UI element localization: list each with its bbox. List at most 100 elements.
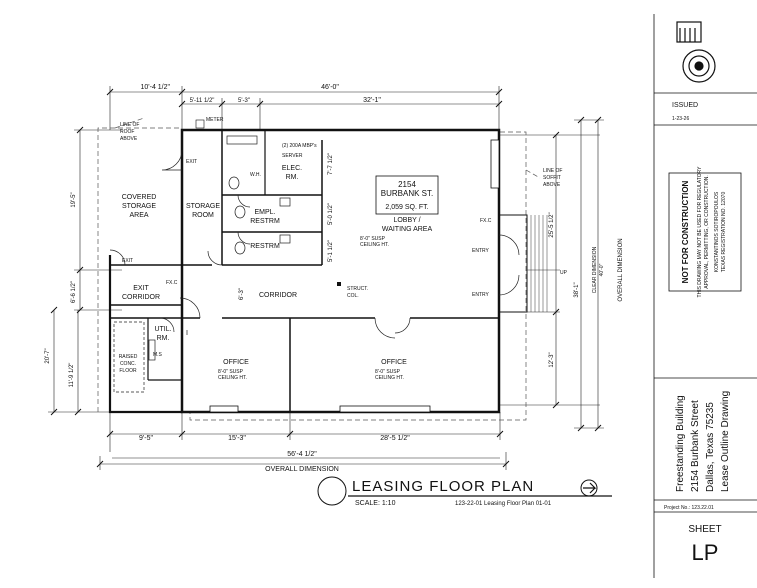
room-lobby-line2: WAITING AREA bbox=[382, 226, 433, 233]
room-restrm: RESTRM bbox=[250, 243, 280, 250]
dim-right-upper: 25'-5 1/2" bbox=[549, 212, 555, 237]
room-labels: 2154 BURBANK ST. 2,059 SQ. FT. LOBBY / W… bbox=[119, 153, 439, 374]
roof-soffit-lines bbox=[97, 117, 541, 421]
drawing-scale: SCALE: 1:10 bbox=[355, 500, 396, 507]
ceiling-note-office-left-2: CEILING HT. bbox=[218, 375, 247, 381]
label-ms: M.S bbox=[153, 352, 163, 358]
ceiling-note-lobby-2: CEILING HT. bbox=[360, 242, 389, 248]
note-struct-2: COL. bbox=[347, 293, 359, 299]
room-storage-2: ROOM bbox=[192, 212, 214, 219]
dimension-lines bbox=[48, 86, 604, 470]
dim-top-d2: 5'-3" bbox=[238, 98, 250, 104]
drawing-sheet-ref: 123-22-01 Leasing Floor Plan 01-01 bbox=[455, 501, 552, 507]
room-elec-1: ELEC. bbox=[282, 165, 302, 172]
room-covered-storage-3: AREA bbox=[129, 212, 148, 219]
note-roof-1: LINE OF bbox=[120, 122, 139, 128]
area-label: 2,059 SQ. FT. bbox=[385, 204, 428, 211]
project-name: Freestanding Building bbox=[675, 395, 686, 492]
ceiling-note-office-left-1: 8'-0" SUSP bbox=[218, 369, 244, 375]
title-bubble-icon bbox=[317, 476, 347, 506]
room-storage-1: STORAGE bbox=[186, 203, 220, 210]
clear-dimension-value: 40'-0" bbox=[599, 263, 605, 276]
drawing-notes: METER (2) 200A MBP's SERVER W.H. LINE OF… bbox=[120, 117, 568, 381]
label-fxc-east: FX.C bbox=[480, 218, 492, 224]
note-meter: METER bbox=[206, 117, 224, 123]
note-server: SERVER bbox=[282, 153, 303, 159]
overall-dimension-label-right: OVERALL DIMENSION bbox=[618, 238, 624, 301]
issued-label: ISSUED bbox=[672, 102, 698, 109]
dim-bottom-total: 56'-4 1/2" bbox=[287, 451, 317, 458]
room-lobby-line1: LOBBY / bbox=[393, 217, 420, 224]
entry-steps bbox=[527, 215, 560, 312]
title-block-border bbox=[653, 14, 757, 578]
plumbing-fixtures bbox=[113, 135, 291, 393]
note-soffit-1: LINE OF bbox=[543, 168, 562, 174]
dim-right-lower: 12'-3" bbox=[549, 352, 555, 367]
dimension-ticks bbox=[50, 88, 602, 468]
nfc-line3: KONSTANTINOS SOTIROPOULOS bbox=[714, 191, 720, 272]
sheet-label: SHEET bbox=[688, 524, 721, 535]
dim-top-d3: 32'-1" bbox=[363, 97, 381, 104]
nfc-title: NOT FOR CONSTRUCTION bbox=[681, 180, 690, 283]
project-number: Project No.: 123.22.01 bbox=[664, 505, 714, 511]
note-mbps: (2) 200A MBP's bbox=[282, 143, 317, 149]
dim-bottom-left: 9'-5" bbox=[139, 435, 153, 442]
room-elec-2: RM. bbox=[286, 174, 299, 181]
nfc-line2: APPROVAL, PERMITTING, OR CONSTRUCTION. bbox=[704, 175, 710, 289]
dim-bottom-right: 28'-5 1/2" bbox=[380, 435, 410, 442]
issued-date: 1-23-26 bbox=[672, 116, 689, 122]
room-exit-corridor-1: EXIT bbox=[133, 285, 149, 292]
note-roof-2: ROOF bbox=[120, 129, 134, 135]
room-empl-restrm-1: EMPL. bbox=[254, 209, 275, 216]
project-address: 2154 Burbank Street bbox=[690, 400, 701, 492]
dim-left-mid: 6'-6 1/2" bbox=[71, 281, 77, 303]
label-entry-upper: ENTRY bbox=[472, 248, 490, 254]
note-soffit-3: ABOVE bbox=[543, 182, 561, 188]
clear-dimension-label: CLEAR DIMENSION bbox=[592, 246, 598, 293]
room-office-right: OFFICE bbox=[381, 359, 407, 366]
dim-inner-c: 5'-1 1/2" bbox=[328, 240, 334, 262]
label-fxc-west: FX.C bbox=[166, 280, 178, 286]
north-arrow-icon bbox=[580, 479, 598, 497]
dim-top-total: 46'-0" bbox=[321, 84, 339, 91]
dim-inner-b: 5'-0 1/2" bbox=[328, 203, 334, 225]
windows bbox=[209, 139, 500, 413]
label-exit-west: EXIT bbox=[122, 258, 133, 264]
dim-top-d1: 5'-11 1/2" bbox=[190, 98, 215, 104]
room-office-left: OFFICE bbox=[223, 359, 249, 366]
note-roof-3: ABOVE bbox=[120, 136, 138, 142]
door-swings bbox=[109, 149, 520, 339]
address-box bbox=[375, 175, 439, 215]
dim-top-left: 10'-4 1/2" bbox=[140, 84, 170, 91]
address-number: 2154 bbox=[398, 180, 416, 189]
ceiling-note-lobby-1: 8'-0" SUSP bbox=[360, 236, 386, 242]
dim-bottom-mid: 15'-3" bbox=[228, 435, 246, 442]
note-soffit-2: SOFFIT bbox=[543, 175, 561, 181]
room-raised-3: FLOOR bbox=[119, 368, 137, 374]
dim-left-total: 20'-7" bbox=[45, 348, 51, 363]
ceiling-note-office-right-2: CEILING HT. bbox=[375, 375, 404, 381]
room-util-1: UTIL. bbox=[154, 326, 171, 333]
sheet-id: LP bbox=[692, 540, 719, 565]
note-struct-1: STRUCT. bbox=[347, 286, 368, 292]
label-entry-lower: ENTRY bbox=[472, 292, 490, 298]
room-empl-restrm-2: RESTRM bbox=[250, 218, 280, 225]
building-walls bbox=[108, 128, 528, 414]
overall-dimension-label: OVERALL DIMENSION bbox=[265, 466, 339, 473]
room-exit-corridor-2: CORRIDOR bbox=[122, 294, 160, 301]
dim-left-lower: 11'-9 1/2" bbox=[69, 363, 75, 388]
address-street: BURBANK ST. bbox=[381, 189, 433, 198]
room-util-2: RM. bbox=[157, 335, 170, 342]
room-corridor: CORRIDOR bbox=[259, 292, 297, 299]
drawing-title: LEASING FLOOR PLAN bbox=[352, 478, 534, 495]
room-raised-1: RAISED bbox=[119, 354, 138, 360]
nfc-line4: TEXAS REGISTRATION NO. 12070 bbox=[721, 192, 727, 273]
nfc-line1: THIS DRAWING MAY NOT BE USED FOR REGULAT… bbox=[697, 166, 703, 298]
drawing-title-block: LEASING FLOOR PLAN SCALE: 1:10 123-22-01… bbox=[317, 476, 612, 507]
note-wh: W.H. bbox=[250, 172, 261, 178]
room-raised-2: CONC. bbox=[120, 361, 136, 367]
dim-corridor-height: 6'-3" bbox=[239, 288, 245, 300]
label-up: UP bbox=[560, 270, 568, 276]
room-covered-storage-2: STORAGE bbox=[122, 203, 156, 210]
